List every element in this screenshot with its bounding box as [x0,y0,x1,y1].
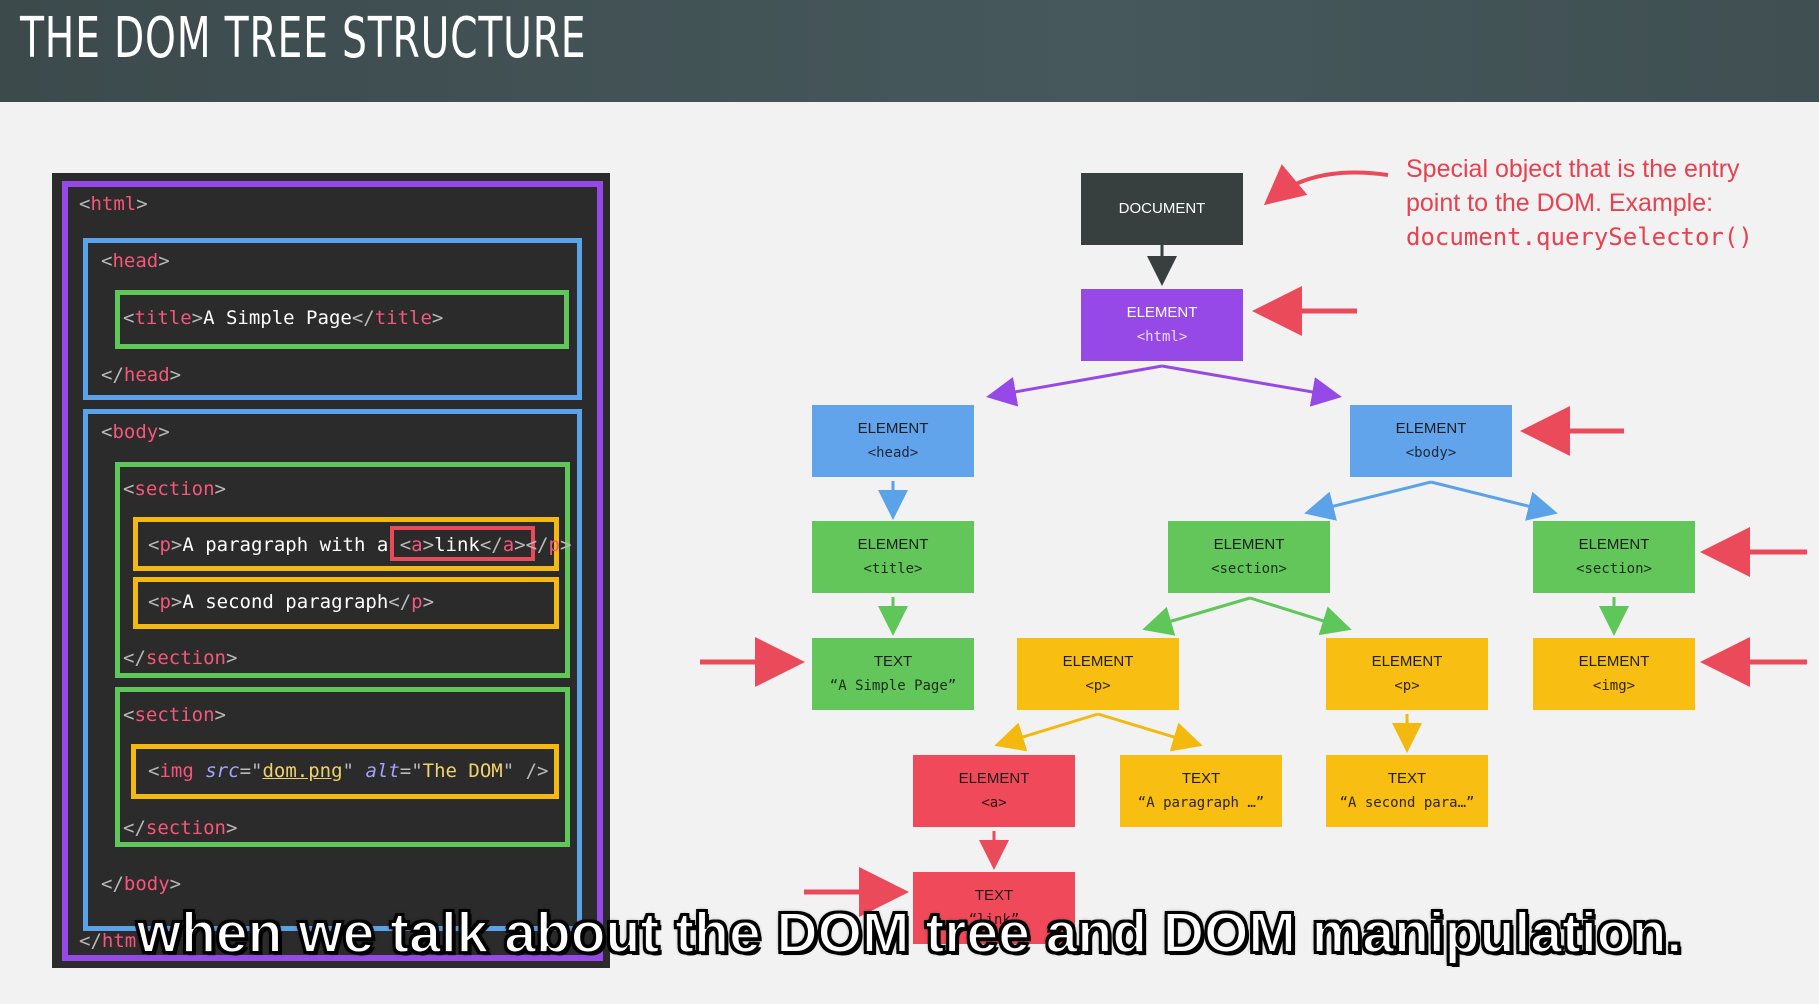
node-text-link: TEXT “link” [913,872,1075,944]
code-img-line: <img src="dom.png" alt="The DOM" /> [148,760,549,782]
page-title: THE DOM TREE STRUCTURE [20,6,587,71]
node-kind: ELEMENT [857,536,929,553]
node-tag: <head> [867,445,919,461]
node-tag: <img> [1592,678,1636,694]
p1-outline [133,517,559,571]
annotation-line1: Special object that is the entry [1406,155,1740,183]
node-text-p2: TEXT “A second para…” [1326,755,1488,827]
node-tag: <title> [863,561,923,577]
code-section1-open: <section> [123,478,226,500]
code-html-close: </html> [79,930,160,952]
title-outline [115,290,569,349]
code-section1-close: </section> [123,647,238,669]
a-outline [390,526,535,561]
edge-p1-text [1097,712,1203,752]
head-outline [83,238,582,400]
pointer-arrow-document [1263,164,1389,206]
node-text-value: “A second para…” [1339,795,1475,811]
code-html-open: <html> [79,193,148,215]
edge-html-body [1161,364,1342,407]
code-p1-line: <p>A paragraph with a <a>link</a></p> [148,534,572,556]
edge-body-section1 [1304,480,1432,521]
p2-outline [133,577,559,629]
node-kind: TEXT [1387,770,1427,787]
code-head-close: </head> [101,364,182,386]
html-outline [62,181,603,961]
node-kind: ELEMENT [1578,536,1650,553]
node-kind: ELEMENT [958,770,1030,787]
node-tag: <section> [1211,561,1287,577]
node-a: ELEMENT <a> [913,755,1075,827]
node-body: ELEMENT <body> [1350,405,1512,477]
node-tag: <html> [1136,329,1188,345]
node-document-label: DOCUMENT [1118,200,1206,217]
node-kind: ELEMENT [1371,653,1443,670]
node-tag: <p> [1085,678,1111,694]
code-section2-open: <section> [123,704,226,726]
node-kind: ELEMENT [1578,653,1650,670]
node-kind: TEXT [974,887,1014,904]
node-p2: ELEMENT <p> [1326,638,1488,710]
node-text-value: “A Simple Page” [829,678,957,694]
annotation-line2: point to the DOM. Example: [1406,189,1714,217]
img-outline [131,744,559,799]
node-text-value: “link” [968,912,1020,928]
node-kind: TEXT [873,653,913,670]
node-text-title: TEXT “A Simple Page” [812,638,974,710]
node-kind: TEXT [1181,770,1221,787]
document-annotation: Special object that is the entry point t… [1406,152,1806,254]
node-tag: <p> [1394,678,1420,694]
section2-outline [115,687,570,847]
node-tag: <body> [1405,445,1457,461]
node-kind: ELEMENT [1213,536,1285,553]
node-text-value: “A paragraph …” [1137,795,1265,811]
node-tag: <section> [1576,561,1652,577]
code-title-line: <title>A Simple Page</title> [123,307,444,329]
node-kind: ELEMENT [1126,304,1198,321]
edge-body-section2 [1430,480,1558,521]
node-kind: ELEMENT [1062,653,1134,670]
node-document: DOCUMENT [1081,173,1243,245]
node-p1: ELEMENT <p> [1017,638,1179,710]
code-body-close: </body> [101,873,182,895]
node-section2: ELEMENT <section> [1533,521,1695,593]
edge-section1-p1 [1142,596,1251,636]
node-text-p1: TEXT “A paragraph …” [1120,755,1282,827]
node-title: ELEMENT <title> [812,521,974,593]
node-img: ELEMENT <img> [1533,638,1695,710]
code-p2-line: <p>A second paragraph</p> [148,591,435,613]
node-head: ELEMENT <head> [812,405,974,477]
code-section2-close: </section> [123,817,238,839]
annotation-code: document.querySelector() [1406,223,1753,251]
node-kind: ELEMENT [1395,420,1467,437]
header-bar: THE DOM TREE STRUCTURE [0,0,1819,102]
node-kind: ELEMENT [857,420,929,437]
body-outline [83,409,582,931]
edge-p1-a [994,712,1099,752]
edge-html-head [986,364,1163,407]
edge-section1-p2 [1249,596,1352,636]
code-head-open: <head> [101,250,170,272]
section1-outline [115,462,570,678]
video-subtitle: when we talk about the DOM tree and DOM … [136,900,1683,966]
node-html: ELEMENT <html> [1081,289,1243,361]
node-section1: ELEMENT <section> [1168,521,1330,593]
code-panel: <html> <head> <title>A Simple Page</titl… [52,173,610,968]
node-tag: <a> [981,795,1007,811]
code-body-open: <body> [101,421,170,443]
